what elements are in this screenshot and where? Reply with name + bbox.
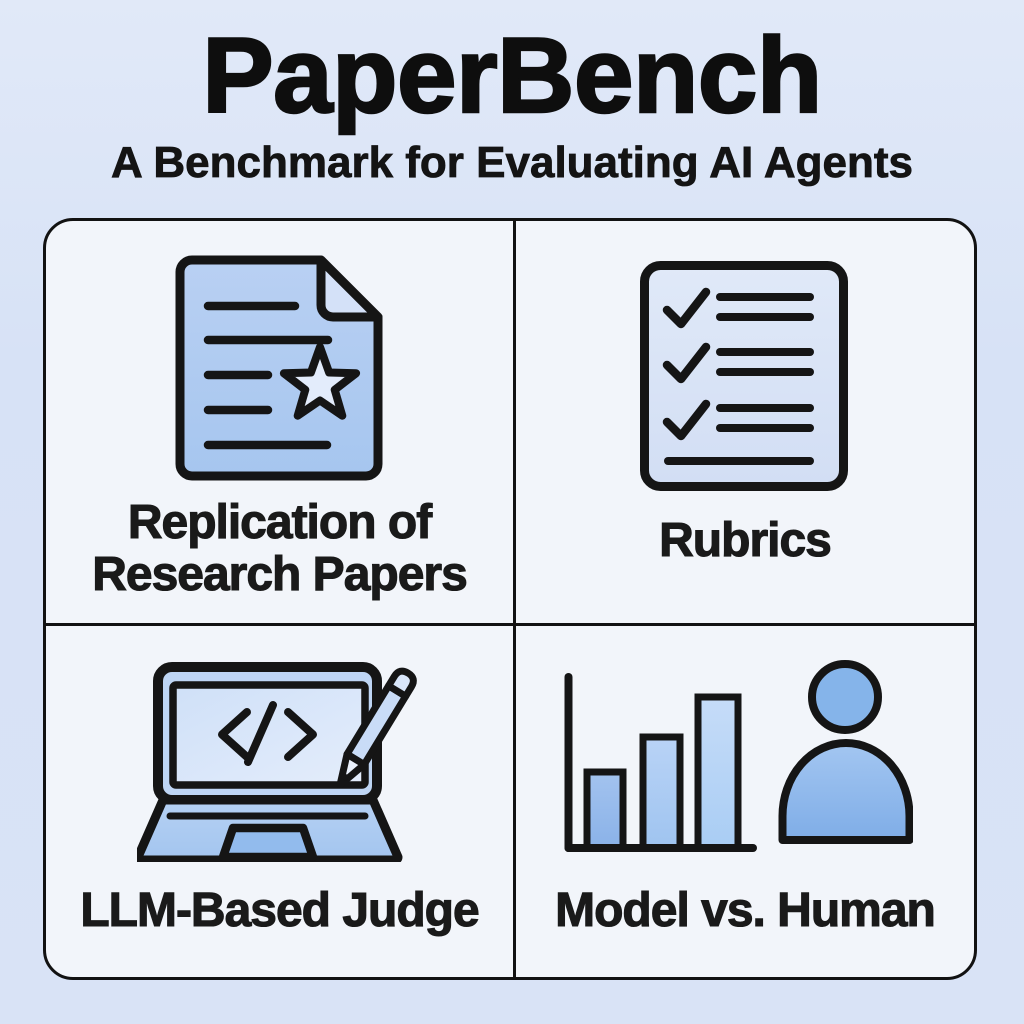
laptop-code-pencil-icon <box>137 662 417 862</box>
person-icon <box>778 660 913 844</box>
document-fold <box>316 255 383 322</box>
quadrant-label-rubrics: Rubrics <box>659 514 833 567</box>
person-head <box>808 660 882 734</box>
laptop-display <box>169 681 369 789</box>
document-star-icon <box>175 255 383 481</box>
quadrant-label-llm-judge: LLM-Based Judge <box>80 884 480 937</box>
vertical-divider <box>513 221 516 977</box>
document-text-lines <box>203 301 333 450</box>
quadrant-label-replication: Replication of Research Papers <box>92 496 469 601</box>
quadrant-label-model-vs-human: Model vs. Human <box>555 884 937 937</box>
bar-chart-person-icon <box>564 660 913 852</box>
code-symbol <box>218 701 317 766</box>
checkmarks <box>662 287 711 441</box>
horizontal-divider <box>46 623 974 626</box>
page-subtitle: A Benchmark for Evaluating AI Agents <box>111 138 914 188</box>
quadrant-card: Replication of Research Papers <box>43 218 977 980</box>
star-shape <box>279 343 361 420</box>
laptop-trackpad <box>218 823 318 862</box>
quadrant-rubrics: Rubrics <box>516 221 974 623</box>
quadrant-llm-judge: LLM-Based Judge <box>46 626 513 977</box>
quadrant-replication: Replication of Research Papers <box>46 221 513 623</box>
bar-chart <box>564 673 757 852</box>
page-title: PaperBench <box>201 15 823 135</box>
checklist-lines <box>664 293 814 465</box>
checklist-icon <box>640 261 848 491</box>
quadrant-model-vs-human: Model vs. Human <box>516 626 974 977</box>
person-body <box>778 739 913 844</box>
pencil-icon <box>336 667 417 789</box>
